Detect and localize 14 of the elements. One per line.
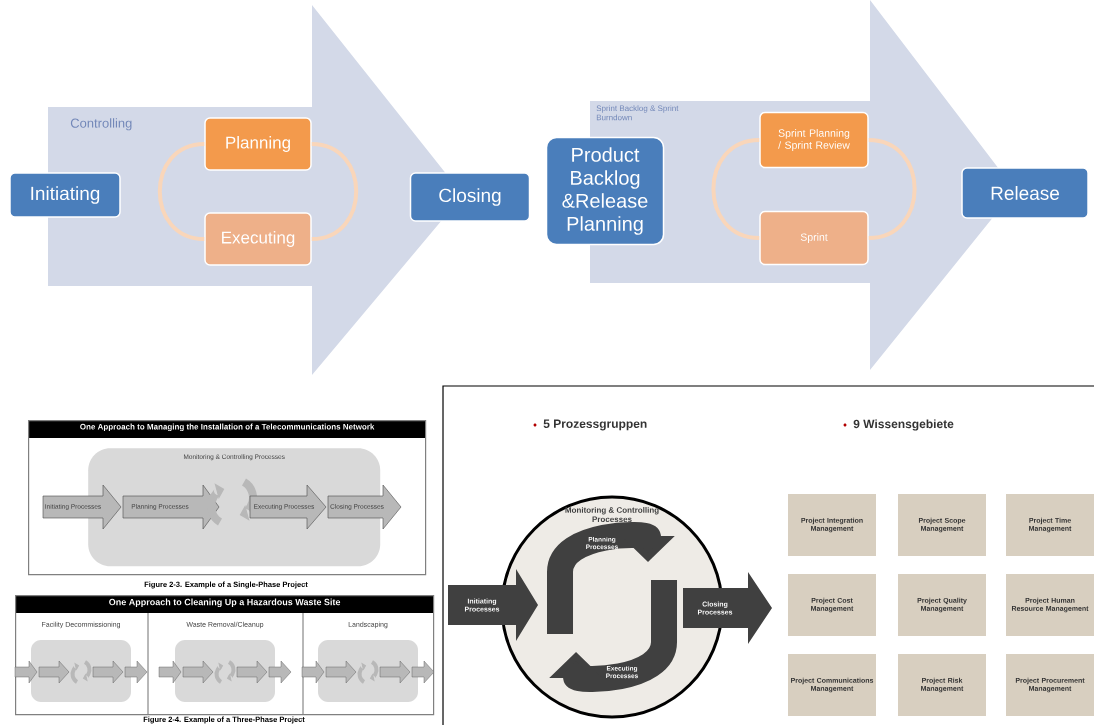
bullet-item: 9 Wissensgebiete: [843, 419, 954, 431]
bullet-item: 5 Prozessgruppen: [533, 419, 647, 431]
cycle-arc: [157, 142, 205, 241]
process-box: Executing: [204, 212, 312, 266]
process-box: Sprint: [759, 210, 869, 266]
process-box: Initiating: [9, 172, 121, 218]
process-box: Product Backlog &Release Planning: [545, 136, 665, 246]
process-box: Planning: [204, 117, 312, 171]
process-box: Release: [961, 167, 1089, 219]
cycle-arc: [311, 142, 359, 241]
cycle-arc: [868, 138, 917, 240]
process-box: Sprint Planning / Sprint Review: [759, 111, 869, 169]
cycle-arc: [711, 138, 760, 240]
process-box: Closing: [409, 172, 531, 222]
